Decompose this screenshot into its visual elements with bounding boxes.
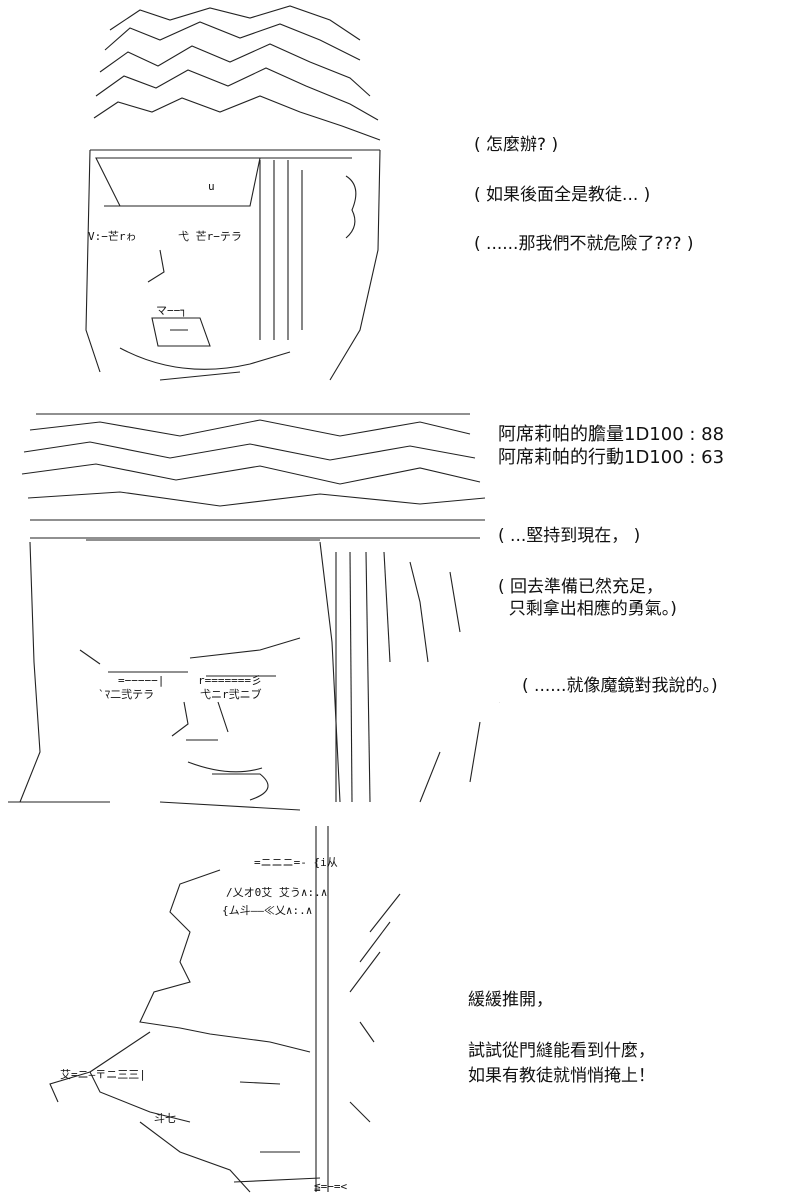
art-text: 斗七 bbox=[154, 1112, 176, 1125]
art-text: `ﾏ二弐テラ bbox=[98, 688, 154, 701]
dice-roll-line: 阿席莉帕的行動1D100 : 63 bbox=[498, 447, 725, 468]
narration-line: ( ......就像魔鏡對我說的。) bbox=[522, 676, 718, 696]
narration-line: ( ......那我們不就危險了??? ) bbox=[474, 234, 694, 254]
narration-line: ( 怎麼辦? ) bbox=[474, 135, 559, 155]
art-text: u bbox=[208, 180, 215, 193]
narration-line: ( 回去準備已然充足， bbox=[498, 577, 664, 597]
art-text: ≦=−=< bbox=[314, 1180, 347, 1193]
narration-line: 試試從門縫能看到什麼， bbox=[468, 1041, 655, 1061]
ascii-art-character-crying: =−−−−−| r=======彡 `ﾏ二弐テラ 弋ニr弐ニブ bbox=[0, 402, 500, 822]
narration-line: 緩緩推開， bbox=[468, 990, 553, 1010]
art-text: =−−−−−| bbox=[118, 674, 164, 687]
art-text: 弋ニr弐ニブ bbox=[200, 687, 262, 701]
art-text: /乂オ0艾 艾う∧:.∧ bbox=[226, 886, 327, 899]
panel-1: u V:−芒rゎ 弋 芒r−テラ マ−−┐ ( 怎麼辦? ) ( 如果後面全是教… bbox=[0, 0, 800, 400]
dice-roll-line: 阿席莉帕的膽量1D100 : 88 bbox=[498, 424, 725, 445]
panel-3: =ニニニ=- {i从 /乂オ0艾 艾う∧:.∧ {ム斗――≪乂∧:.∧ 斗七 艾… bbox=[0, 822, 800, 1200]
ascii-art-hand-pushing-door: =ニニニ=- {i从 /乂オ0艾 艾う∧:.∧ {ム斗――≪乂∧:.∧ 斗七 艾… bbox=[30, 822, 430, 1200]
narration-line: 只剩拿出相應的勇氣。) bbox=[498, 599, 677, 619]
art-text: 艾=ニ―〒ニ三三| bbox=[60, 1068, 146, 1081]
panel-2: =−−−−−| r=======彡 `ﾏ二弐テラ 弋ニr弐ニブ 阿席莉帕的膽量1… bbox=[0, 402, 800, 822]
art-text: r=======彡 bbox=[198, 674, 262, 687]
narration-line: ( 如果後面全是教徒... ) bbox=[474, 185, 651, 205]
narration-line: 如果有教徒就悄悄掩上！ bbox=[468, 1066, 655, 1086]
art-text: V:−芒rゎ bbox=[88, 230, 137, 243]
narration-line: ( ...堅持到現在， ) bbox=[498, 526, 641, 546]
art-text: =ニニニ=- {i从 bbox=[254, 856, 338, 869]
ascii-art-character-sunglasses: u V:−芒rゎ 弋 芒r−テラ マ−−┐ bbox=[60, 0, 400, 400]
art-text: 弋 芒r−テラ bbox=[178, 230, 242, 243]
art-text: マ−−┐ bbox=[156, 304, 187, 317]
art-text: {ム斗――≪乂∧:.∧ bbox=[222, 904, 312, 917]
